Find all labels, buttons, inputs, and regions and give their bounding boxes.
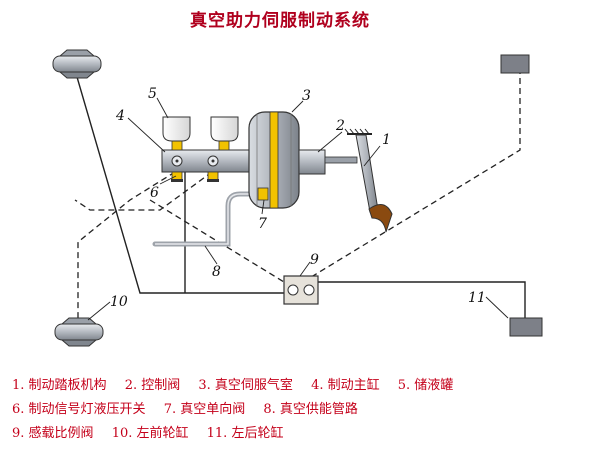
callout-3: 3 bbox=[302, 88, 311, 104]
legend-item-left-rear-cylinder: 11. 左后轮缸 bbox=[206, 426, 284, 441]
legend-row-2: 6. 制动信号灯液压开关 7. 真空单向阀 8. 真空供能管路 bbox=[12, 398, 596, 422]
legend-item-pedal: 1. 制动踏板机构 bbox=[12, 378, 107, 393]
legend-item-vacuum-pipe: 8. 真空供能管路 bbox=[263, 402, 358, 417]
rear-right-dashed-line bbox=[302, 72, 521, 283]
rear-right-wheel-cylinder bbox=[500, 54, 530, 74]
diagram-title: 真空助力伺服制动系统 bbox=[190, 11, 370, 31]
callout-9: 9 bbox=[310, 252, 319, 268]
legend-item-stop-lamp-switch: 6. 制动信号灯液压开关 bbox=[12, 402, 146, 417]
callout-8: 8 bbox=[212, 264, 221, 280]
control-valve bbox=[298, 149, 358, 175]
callout-4: 4 bbox=[115, 108, 125, 124]
leader-lines bbox=[87, 97, 509, 321]
cross-dashed-line bbox=[149, 199, 285, 283]
legend: 1. 制动踏板机构 2. 控制阀 3. 真空伺服气室 4. 制动主缸 5. 储液… bbox=[12, 374, 596, 446]
callout-5: 5 bbox=[148, 86, 157, 102]
brake-system-diagram: 1 2 3 4 5 6 7 8 9 10 11 bbox=[52, 49, 543, 347]
legend-item-left-front-cylinder: 10. 左前轮缸 bbox=[111, 426, 189, 441]
vacuum-booster bbox=[248, 111, 300, 209]
legend-item-proportioning-valve: 9. 感载比例阀 bbox=[12, 426, 94, 441]
legend-item-master-cylinder: 4. 制动主缸 bbox=[311, 378, 380, 393]
dashed-brake-lines bbox=[74, 72, 521, 318]
fluid-reservoirs bbox=[162, 116, 239, 151]
legend-item-vacuum-booster: 3. 真空伺服气室 bbox=[198, 378, 293, 393]
callout-2: 2 bbox=[335, 118, 345, 134]
legend-item-check-valve: 7. 真空单向阀 bbox=[163, 402, 246, 417]
master-to-valve-dashed-line bbox=[74, 171, 213, 211]
left-rear-wheel-cylinder bbox=[509, 317, 543, 337]
callout-6: 6 bbox=[150, 185, 159, 201]
callout-10: 10 bbox=[110, 294, 128, 310]
legend-item-reservoir: 5. 储液罐 bbox=[397, 378, 454, 393]
brake-pedal-mechanism bbox=[344, 128, 393, 233]
callout-11: 11 bbox=[468, 290, 486, 306]
front-right-wheel-cylinder bbox=[52, 49, 102, 79]
legend-row-3: 9. 感载比例阀 10. 左前轮缸 11. 左后轮缸 bbox=[12, 422, 596, 446]
rear-brake-line bbox=[317, 281, 526, 318]
legend-item-control-valve: 2. 控制阀 bbox=[124, 378, 181, 393]
legend-row-1: 1. 制动踏板机构 2. 控制阀 3. 真空伺服气室 4. 制动主缸 5. 储液… bbox=[12, 374, 596, 398]
left-front-wheel-cylinder bbox=[54, 317, 104, 347]
callout-1: 1 bbox=[382, 132, 391, 148]
callout-7: 7 bbox=[258, 216, 267, 232]
load-sensing-proportioning-valve bbox=[283, 275, 319, 305]
master-cylinder bbox=[161, 149, 255, 182]
